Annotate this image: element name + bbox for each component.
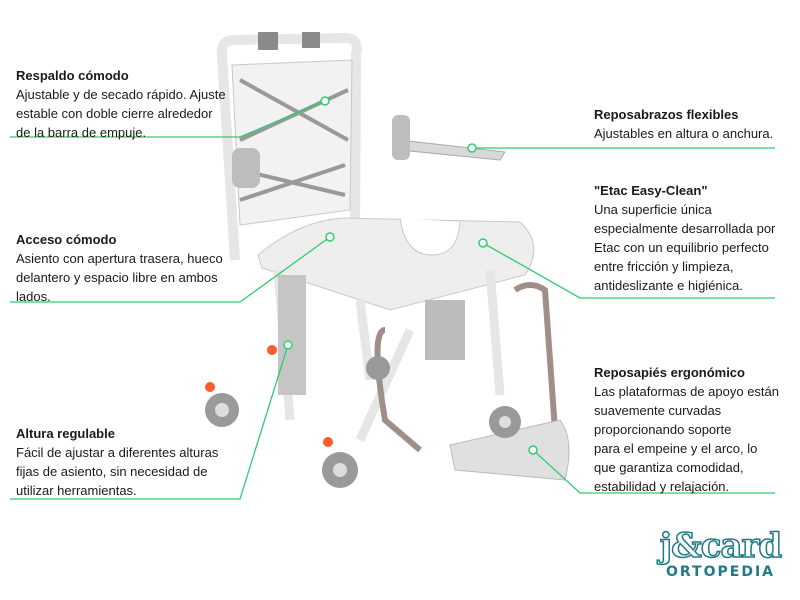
feature-acceso: Acceso cómodo Asiento con apertura trase… — [16, 230, 223, 306]
feature-reposapies: Reposapiés ergonómico Las plataformas de… — [594, 363, 779, 496]
feature-description: Fácil de ajustar a diferentes alturas fi… — [16, 445, 219, 498]
feature-altura: Altura regulable Fácil de ajustar a dife… — [16, 424, 218, 500]
feature-title: Respaldo cómodo — [16, 68, 129, 83]
feature-description: Ajustable y de secado rápido. Ajuste est… — [16, 87, 226, 140]
feature-title: Altura regulable — [16, 426, 115, 441]
feature-easy-clean: "Etac Easy-Clean" Una superficie única e… — [594, 181, 775, 295]
logo-subtitle: ORTOPEDIA — [666, 564, 775, 580]
feature-title: Acceso cómodo — [16, 232, 117, 247]
feature-description: Una superficie única especialmente desar… — [594, 202, 776, 293]
feature-reposabrazos: Reposabrazos flexibles Ajustables en alt… — [594, 105, 773, 143]
chair-image — [205, 32, 570, 488]
feature-title: "Etac Easy-Clean" — [594, 183, 708, 198]
feature-description: Ajustables en altura o anchura. — [594, 126, 774, 141]
feature-title: Reposabrazos flexibles — [594, 107, 739, 122]
callout-dots — [283, 96, 538, 455]
feature-description: Asiento con apertura trasera, hueco dela… — [16, 251, 223, 304]
logo-brand: j&card — [659, 526, 783, 566]
feature-description: Las plataformas de apoyo están suavement… — [594, 384, 780, 494]
feature-respaldo: Respaldo cómodo Ajustable y de secado rá… — [16, 66, 226, 142]
jcard-logo: j&card ORTOPEDIA — [648, 526, 793, 580]
feature-title: Reposapiés ergonómico — [594, 365, 745, 380]
leader-lines — [10, 100, 775, 500]
